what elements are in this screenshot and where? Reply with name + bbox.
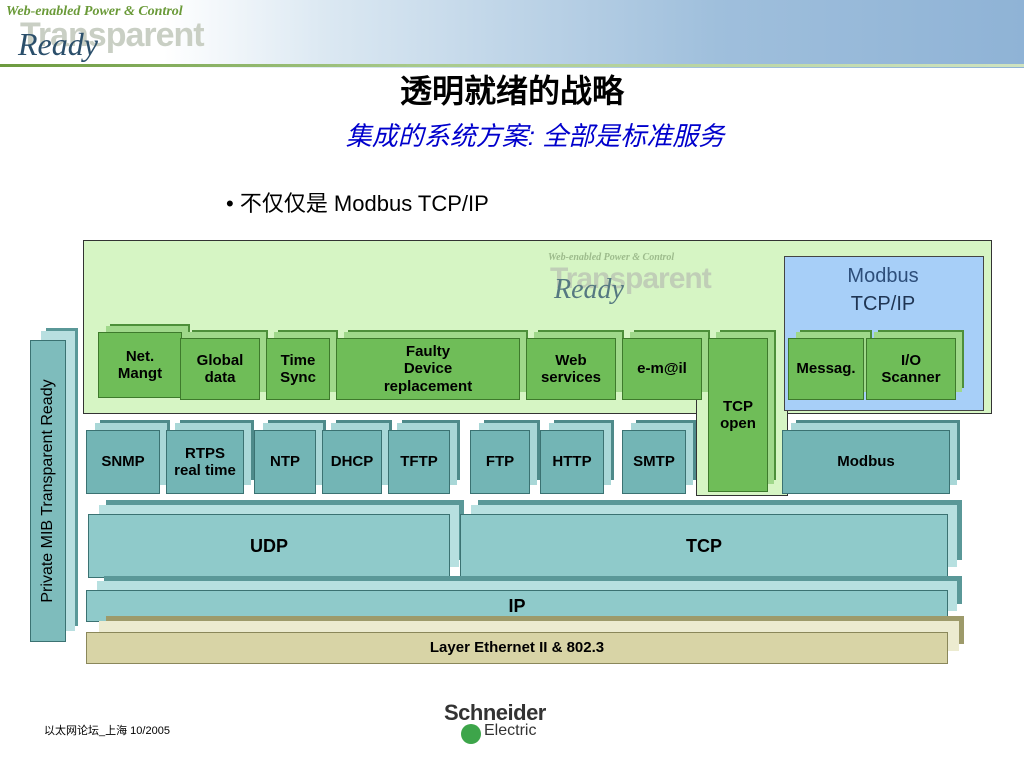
schneider-logo-name: Schneider [444,700,546,725]
block-label: services [540,369,602,386]
block-label: Scanner [881,369,941,386]
block-label: Web [555,351,587,369]
logo-word-ready: Ready [18,26,98,62]
modbus-area-title-line2: TCP/IP [850,293,916,315]
block-label: Messag. [796,360,856,378]
block-label: Mangt [117,365,163,382]
modbus-area-title-line1: Modbus [847,265,919,287]
ftp-block: FTP [470,430,530,494]
block-label: Device [403,360,453,378]
footer-text: 以太网论坛_上海 10/2005 [44,725,170,737]
watermark-tagline: Web-enabled Power & Control [548,252,675,263]
smtp-block: SMTP [622,430,686,494]
header-divider [0,64,1024,67]
block-label: HTTP [552,453,592,471]
http-block: HTTP [540,430,604,494]
transparent-ready-watermark: Web-enabled Power & Control Transparent … [548,252,718,312]
block-label: SNMP [101,453,145,471]
block-label: e-m@il [637,360,687,378]
messaging-block: Messag. [788,338,864,400]
block-label: TFTP [400,453,438,471]
block-label: SMTP [633,453,675,471]
udp-block: UDP [88,514,450,578]
watermark-ready: Ready [554,274,624,305]
block-label: Net. [125,347,155,365]
logo-word-transparent: Transparent [20,16,205,54]
watermark-transparent: Transparent [550,262,712,295]
block-label: Global [196,351,244,369]
block-label: RTPS [184,444,225,462]
block-label: TCP [723,397,753,415]
block-label: Modbus [837,453,895,471]
block-label: TCP [686,535,722,556]
block-label: I/O [900,351,921,369]
modbus-area-title: Modbus TCP/IP [784,262,982,318]
page-subtitle: 集成的系统方案: 全部是标准服务 [345,121,725,151]
block-label: DHCP [330,453,374,471]
block-label: Time [280,351,316,369]
email-block: e-m@il [622,338,702,400]
ip-block: IP [86,590,948,622]
ntp-block: NTP [254,430,316,494]
tftp-block: TFTP [388,430,450,494]
block-label: NTP [270,453,300,471]
block-label: real time [174,462,236,479]
logo-tagline: Web-enabled Power & Control [6,4,183,19]
block-label: open [720,415,756,432]
modbus-block: Modbus [782,430,950,494]
schneider-logo-sub: Electric [484,722,537,739]
block-label: UDP [249,535,288,556]
block-label: Sync [280,369,316,386]
bullet-point: • 不仅仅是 Modbus TCP/IP [226,191,489,216]
dhcp-block: DHCP [322,430,382,494]
tcp-block: TCP [460,514,948,578]
ethernet-layer-block: Layer Ethernet II & 802.3 [86,632,948,664]
snmp-block: SNMP [86,430,160,494]
header-banner [0,0,1024,68]
block-label: IP [508,595,526,616]
block-label: replacement [383,377,473,395]
net-mangt-block: Net.Mangt [98,332,182,398]
block-label: FTP [485,453,515,471]
page-title: 透明就绪的战略 [399,73,624,109]
private-mib-label: Private MIB Transparent Ready [39,379,56,603]
block-label: data [204,369,236,386]
private-mib-column: Private MIB Transparent Ready [30,340,66,642]
schneider-logo-icon [461,724,481,744]
block-label: Faulty [405,343,451,361]
block-label: Layer Ethernet II & 802.3 [429,639,605,657]
